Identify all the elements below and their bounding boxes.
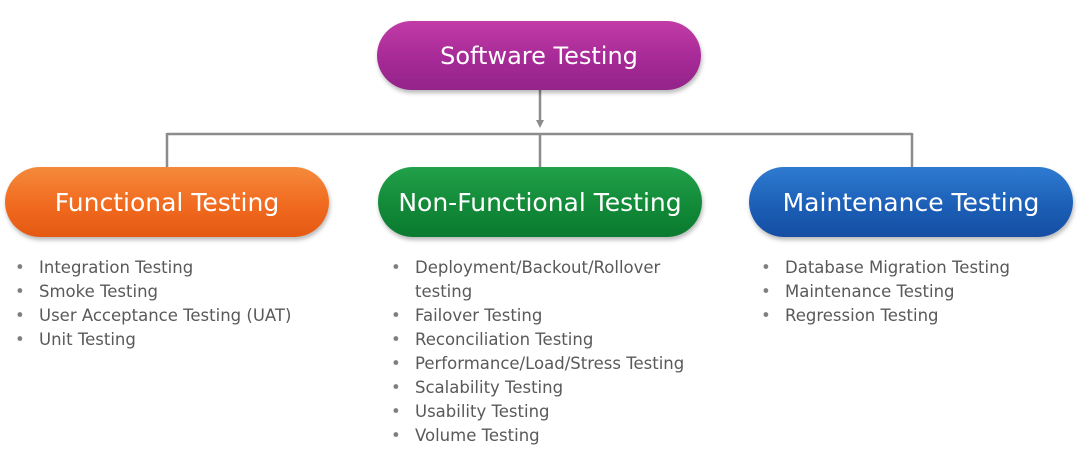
list-item: Integration Testing <box>15 256 345 280</box>
list-item: Deployment/Backout/Rollover testing <box>391 256 691 304</box>
category-non-functional-testing: Non-Functional Testing <box>378 167 702 237</box>
list-item: Reconciliation Testing <box>391 328 691 352</box>
root-node-software-testing: Software Testing <box>377 21 701 90</box>
category-functional-testing: Functional Testing <box>5 167 329 237</box>
list-item: Usability Testing <box>391 400 691 424</box>
category-non-functional-label: Non-Functional Testing <box>398 187 682 217</box>
list-item: Maintenance Testing <box>761 280 1071 304</box>
maintenance-testing-list: Database Migration Testing Maintenance T… <box>761 256 1071 328</box>
list-item: Database Migration Testing <box>761 256 1071 280</box>
category-maintenance-testing: Maintenance Testing <box>749 167 1073 237</box>
root-node-label: Software Testing <box>440 41 638 70</box>
list-item: Scalability Testing <box>391 376 691 400</box>
category-functional-label: Functional Testing <box>54 187 280 217</box>
category-maintenance-label: Maintenance Testing <box>782 187 1040 217</box>
list-item: Performance/Load/Stress Testing <box>391 352 691 376</box>
list-item: Regression Testing <box>761 304 1071 328</box>
list-item: Unit Testing <box>15 328 345 352</box>
functional-testing-list: Integration Testing Smoke Testing User A… <box>15 256 345 352</box>
non-functional-testing-list: Deployment/Backout/Rollover testing Fail… <box>391 256 691 448</box>
list-item: Smoke Testing <box>15 280 345 304</box>
list-item: Volume Testing <box>391 424 691 448</box>
list-item: User Acceptance Testing (UAT) <box>15 304 345 328</box>
list-item: Failover Testing <box>391 304 691 328</box>
